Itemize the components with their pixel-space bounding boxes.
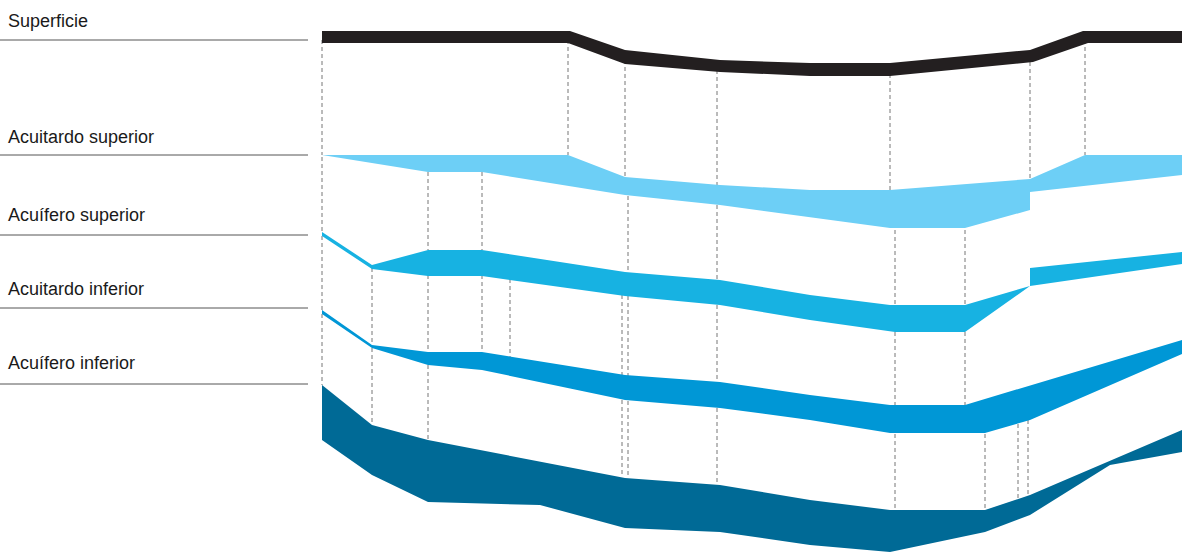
layer-label: Acuífero inferior <box>8 354 135 374</box>
lower-aquifer-band <box>322 385 1182 552</box>
layer-label: Acuitardo inferior <box>8 280 144 300</box>
upper-aquitard-band <box>322 155 1182 228</box>
lower-aquitard-band <box>322 310 1182 433</box>
layer-label: Acuitardo superior <box>8 128 154 148</box>
leader-lines <box>0 40 308 384</box>
upper-aquifer-band <box>322 232 1182 332</box>
surface-band <box>322 31 1182 76</box>
layer-label: Superficie <box>8 12 88 32</box>
layer-label: Acuífero superior <box>8 206 145 226</box>
